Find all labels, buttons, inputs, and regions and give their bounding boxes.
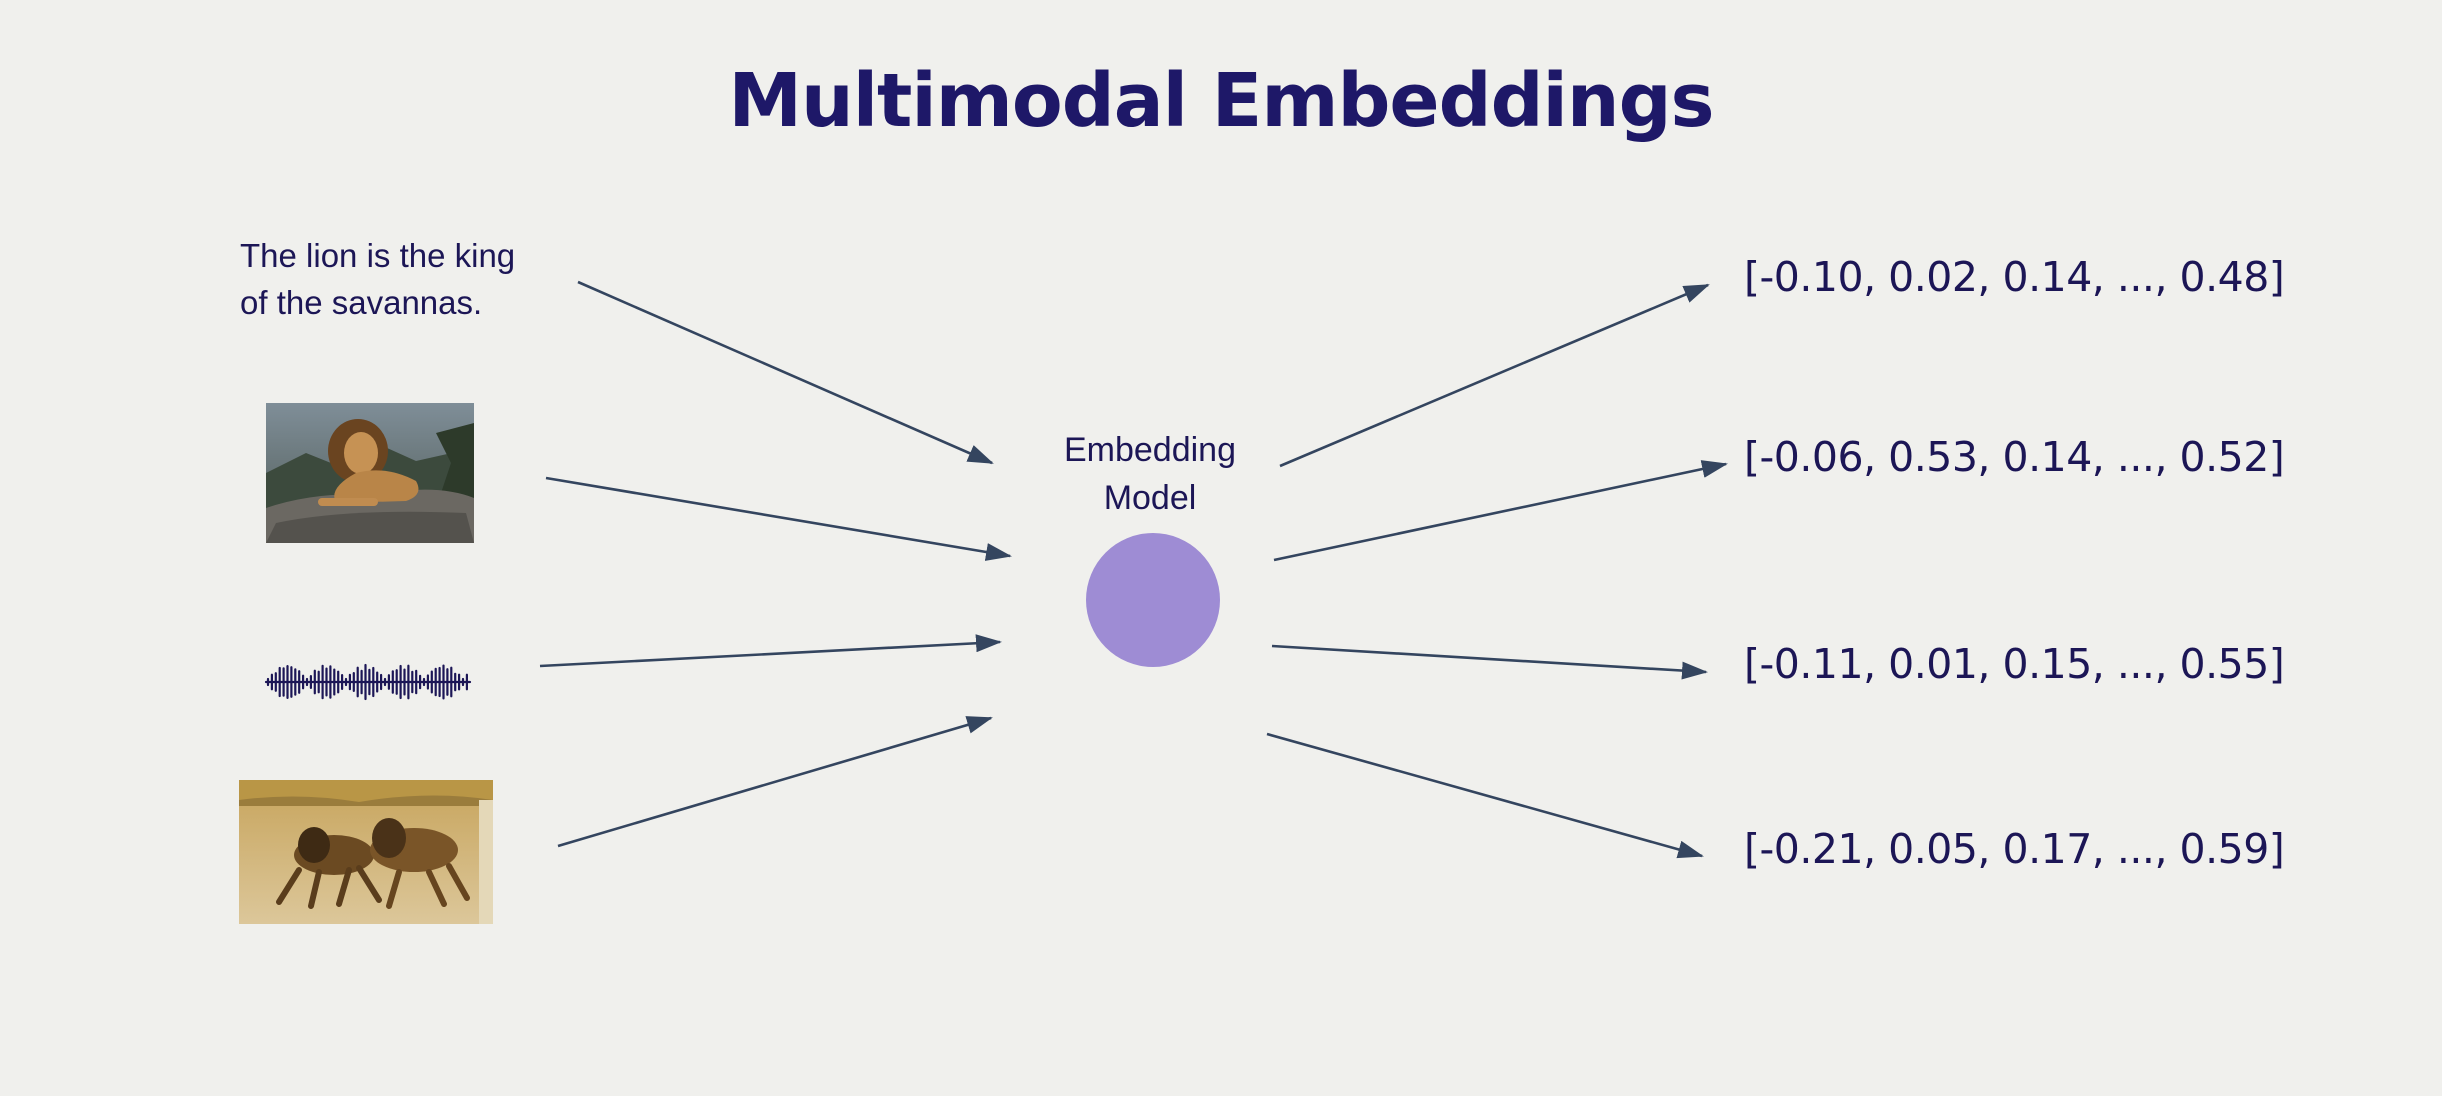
model-label-line-1: Embedding xyxy=(1063,431,1236,469)
text-input-sample: The lion is the king of the savannas. xyxy=(240,232,580,326)
output-vector-image: [-0.06, 0.53, 0.14, ..., 0.52] xyxy=(1744,433,2285,481)
arrow-video-to-model xyxy=(557,716,993,848)
arrow-model-to-vector-4 xyxy=(1266,732,1704,859)
embedding-model-label: Embedding Model xyxy=(1020,426,1280,522)
embedding-model-node xyxy=(1086,533,1220,667)
text-input-line-1: The lion is the king xyxy=(240,237,516,274)
diagram-title: Multimodal Embeddings xyxy=(728,58,1714,144)
model-label-line-2: Model xyxy=(1103,479,1197,517)
arrow-text-to-model xyxy=(577,280,994,465)
lion-on-rock-photo xyxy=(266,403,474,543)
audio-waveform-icon xyxy=(264,663,472,701)
output-vector-audio: [-0.11, 0.01, 0.15, ..., 0.55] xyxy=(1744,640,2285,688)
text-input-line-2: of the savannas. xyxy=(240,284,483,321)
arrow-model-to-vector-1 xyxy=(1279,283,1710,468)
arrow-audio-to-model xyxy=(539,634,1002,668)
lions-video-input xyxy=(239,780,493,924)
arrow-image-to-model xyxy=(545,476,1012,561)
arrow-model-to-vector-3 xyxy=(1271,644,1708,680)
audio-input xyxy=(264,662,472,702)
running-lions-video-frame xyxy=(239,780,493,924)
output-vector-text: [-0.10, 0.02, 0.14, ..., 0.48] xyxy=(1744,253,2285,301)
arrow-model-to-vector-2 xyxy=(1273,460,1728,562)
lion-image-input xyxy=(266,403,474,543)
output-vector-video: [-0.21, 0.05, 0.17, ..., 0.59] xyxy=(1744,825,2285,873)
